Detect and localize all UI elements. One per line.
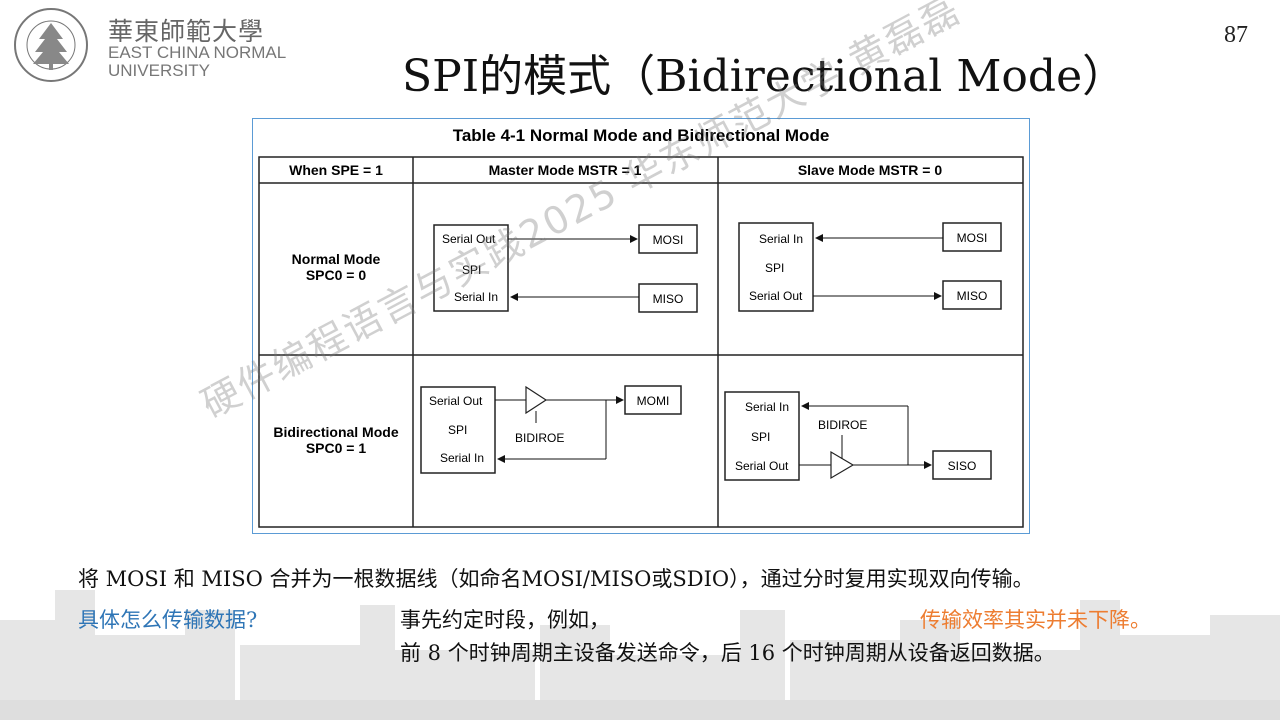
- body-answer-1: 事先约定时段，例如，: [400, 604, 610, 634]
- ns-serial-in: Serial In: [759, 232, 803, 246]
- body-note: 传输效率其实并未下降。: [920, 604, 1151, 634]
- bm-spi: SPI: [448, 423, 467, 437]
- university-logo: 華東師範大學 EAST CHINA NORMAL UNIVERSITY: [12, 6, 302, 80]
- university-seal-icon: [12, 6, 90, 84]
- bm-momi-pin: MOMI: [637, 394, 670, 408]
- bs-spi: SPI: [751, 430, 770, 444]
- bs-serial-out: Serial Out: [735, 459, 789, 473]
- row-label-bidir: Bidirectional Mode: [273, 424, 398, 440]
- logo-english-name: EAST CHINA NORMAL UNIVERSITY: [108, 44, 286, 80]
- ns-miso-pin: MISO: [957, 289, 988, 303]
- bm-serial-out: Serial Out: [429, 394, 483, 408]
- nm-mosi-pin: MOSI: [653, 233, 684, 247]
- bs-bidiroe: BIDIROE: [818, 418, 867, 432]
- col-header-spe: When SPE = 1: [289, 162, 383, 178]
- bm-bidiroe: BIDIROE: [515, 431, 564, 445]
- ns-serial-out: Serial Out: [749, 289, 803, 303]
- logo-english-line2: UNIVERSITY: [108, 62, 286, 80]
- body-question: 具体怎么传输数据?: [78, 604, 257, 634]
- col-header-slave: Slave Mode MSTR = 0: [798, 162, 943, 178]
- diagram-bidir-master: Serial Out SPI Serial In MOMI BIDIROE: [421, 386, 681, 473]
- row-label-normal: Normal Mode: [292, 251, 381, 267]
- bm-buffer-icon: [526, 387, 546, 413]
- row-label-bidir-spc0: SPC0 = 1: [306, 440, 367, 456]
- ns-spi: SPI: [765, 261, 784, 275]
- bm-serial-in: Serial In: [440, 451, 484, 465]
- body-answer-2: 前 8 个时钟周期主设备发送命令，后 16 个时钟周期从设备返回数据。: [400, 637, 1055, 667]
- body-line-1: 将 MOSI 和 MISO 合并为一根数据线（如命名MOSI/MISO或SDIO…: [78, 563, 1034, 593]
- page-number: 87: [1224, 22, 1248, 49]
- row-label-normal-spc0: SPC0 = 0: [306, 267, 367, 283]
- nm-miso-pin: MISO: [653, 292, 684, 306]
- diagram-bidir-slave: Serial In SPI Serial Out SISO BIDIROE: [725, 392, 991, 480]
- logo-english-line1: EAST CHINA NORMAL: [108, 44, 286, 62]
- ns-mosi-pin: MOSI: [957, 231, 988, 245]
- bs-siso-pin: SISO: [948, 459, 977, 473]
- bs-serial-in: Serial In: [745, 400, 789, 414]
- diagram-normal-slave: Serial In SPI Serial Out MOSI MISO: [739, 223, 1001, 311]
